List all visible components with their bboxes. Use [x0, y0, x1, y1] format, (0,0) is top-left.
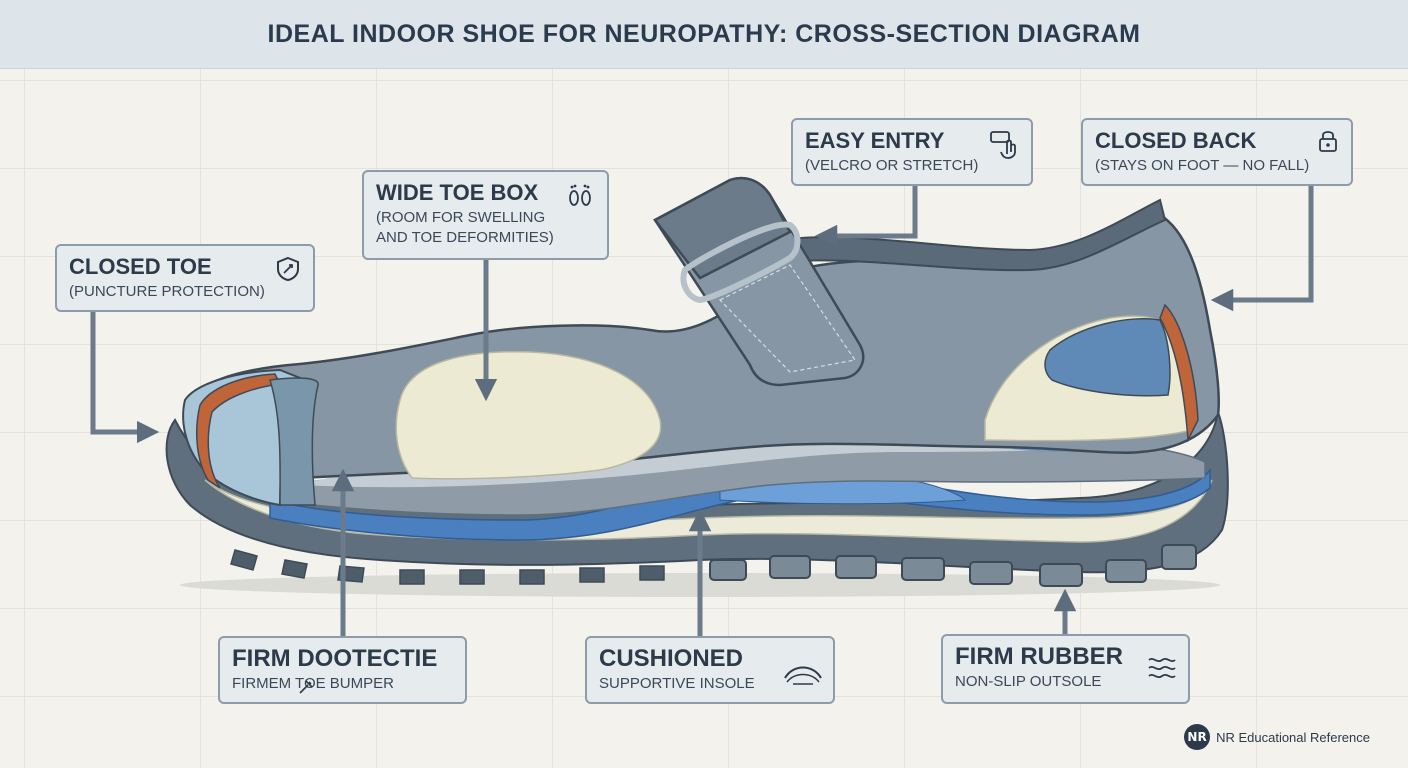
callout-subtitle: FIRMEM TOE BUMPER — [232, 674, 453, 694]
arrow-easy-entry — [826, 186, 915, 236]
callout-title: CLOSED TOE — [69, 254, 301, 280]
callout-wide-toe-box: WIDE TOE BOX (ROOM FOR SWELLING AND TOE … — [362, 170, 609, 260]
callout-firm-rubber-outsole: FIRM RUBBER NON-SLIP OUTSOLE — [941, 634, 1190, 704]
waves-icon — [1146, 652, 1178, 684]
callout-subtitle: NON-SLIP OUTSOLE — [955, 672, 1176, 692]
footer-text: NR Educational Reference — [1216, 730, 1370, 745]
lock-icon — [1317, 128, 1339, 154]
shield-icon — [275, 256, 301, 282]
arrow-closed-back — [1222, 186, 1311, 300]
footprints-icon — [565, 180, 595, 210]
nr-logo-badge: NR — [1184, 724, 1210, 750]
callout-subtitle: (STAYS ON FOOT — NO FALL) — [1095, 156, 1339, 176]
callout-title: CLOSED BACK — [1095, 128, 1339, 154]
callout-closed-toe: CLOSED TOE (PUNCTURE PROTECTION) — [55, 244, 315, 312]
callout-title: EASY ENTRY — [805, 128, 1019, 154]
callout-subtitle: (VELCRO OR STRETCH) — [805, 156, 1019, 176]
callout-closed-back: CLOSED BACK (STAYS ON FOOT — NO FALL) — [1081, 118, 1353, 186]
callout-firm-toe-bumper: FIRM DOOTECTIE FIRMEM TOE BUMPER — [218, 636, 467, 704]
hand-pointer-icon — [989, 128, 1021, 160]
callout-subtitle: (PUNCTURE PROTECTION) — [69, 282, 301, 302]
arrow-closed-toe — [93, 312, 148, 432]
callout-cushioned-insole: CUSHIONED SUPPORTIVE INSOLE — [585, 636, 835, 704]
hammer-icon — [297, 678, 315, 696]
callout-subtitle: (ROOM FOR SWELLING AND TOE DEFORMITIES) — [376, 208, 576, 248]
callout-title: FIRM DOOTECTIE — [232, 646, 453, 672]
callout-title: FIRM RUBBER — [955, 644, 1176, 670]
callout-easy-entry: EASY ENTRY (VELCRO OR STRETCH) — [791, 118, 1033, 186]
cushion-icon — [783, 658, 823, 686]
footer-attribution: NR NR Educational Reference — [1184, 724, 1370, 750]
callout-title: WIDE TOE BOX — [376, 180, 595, 206]
